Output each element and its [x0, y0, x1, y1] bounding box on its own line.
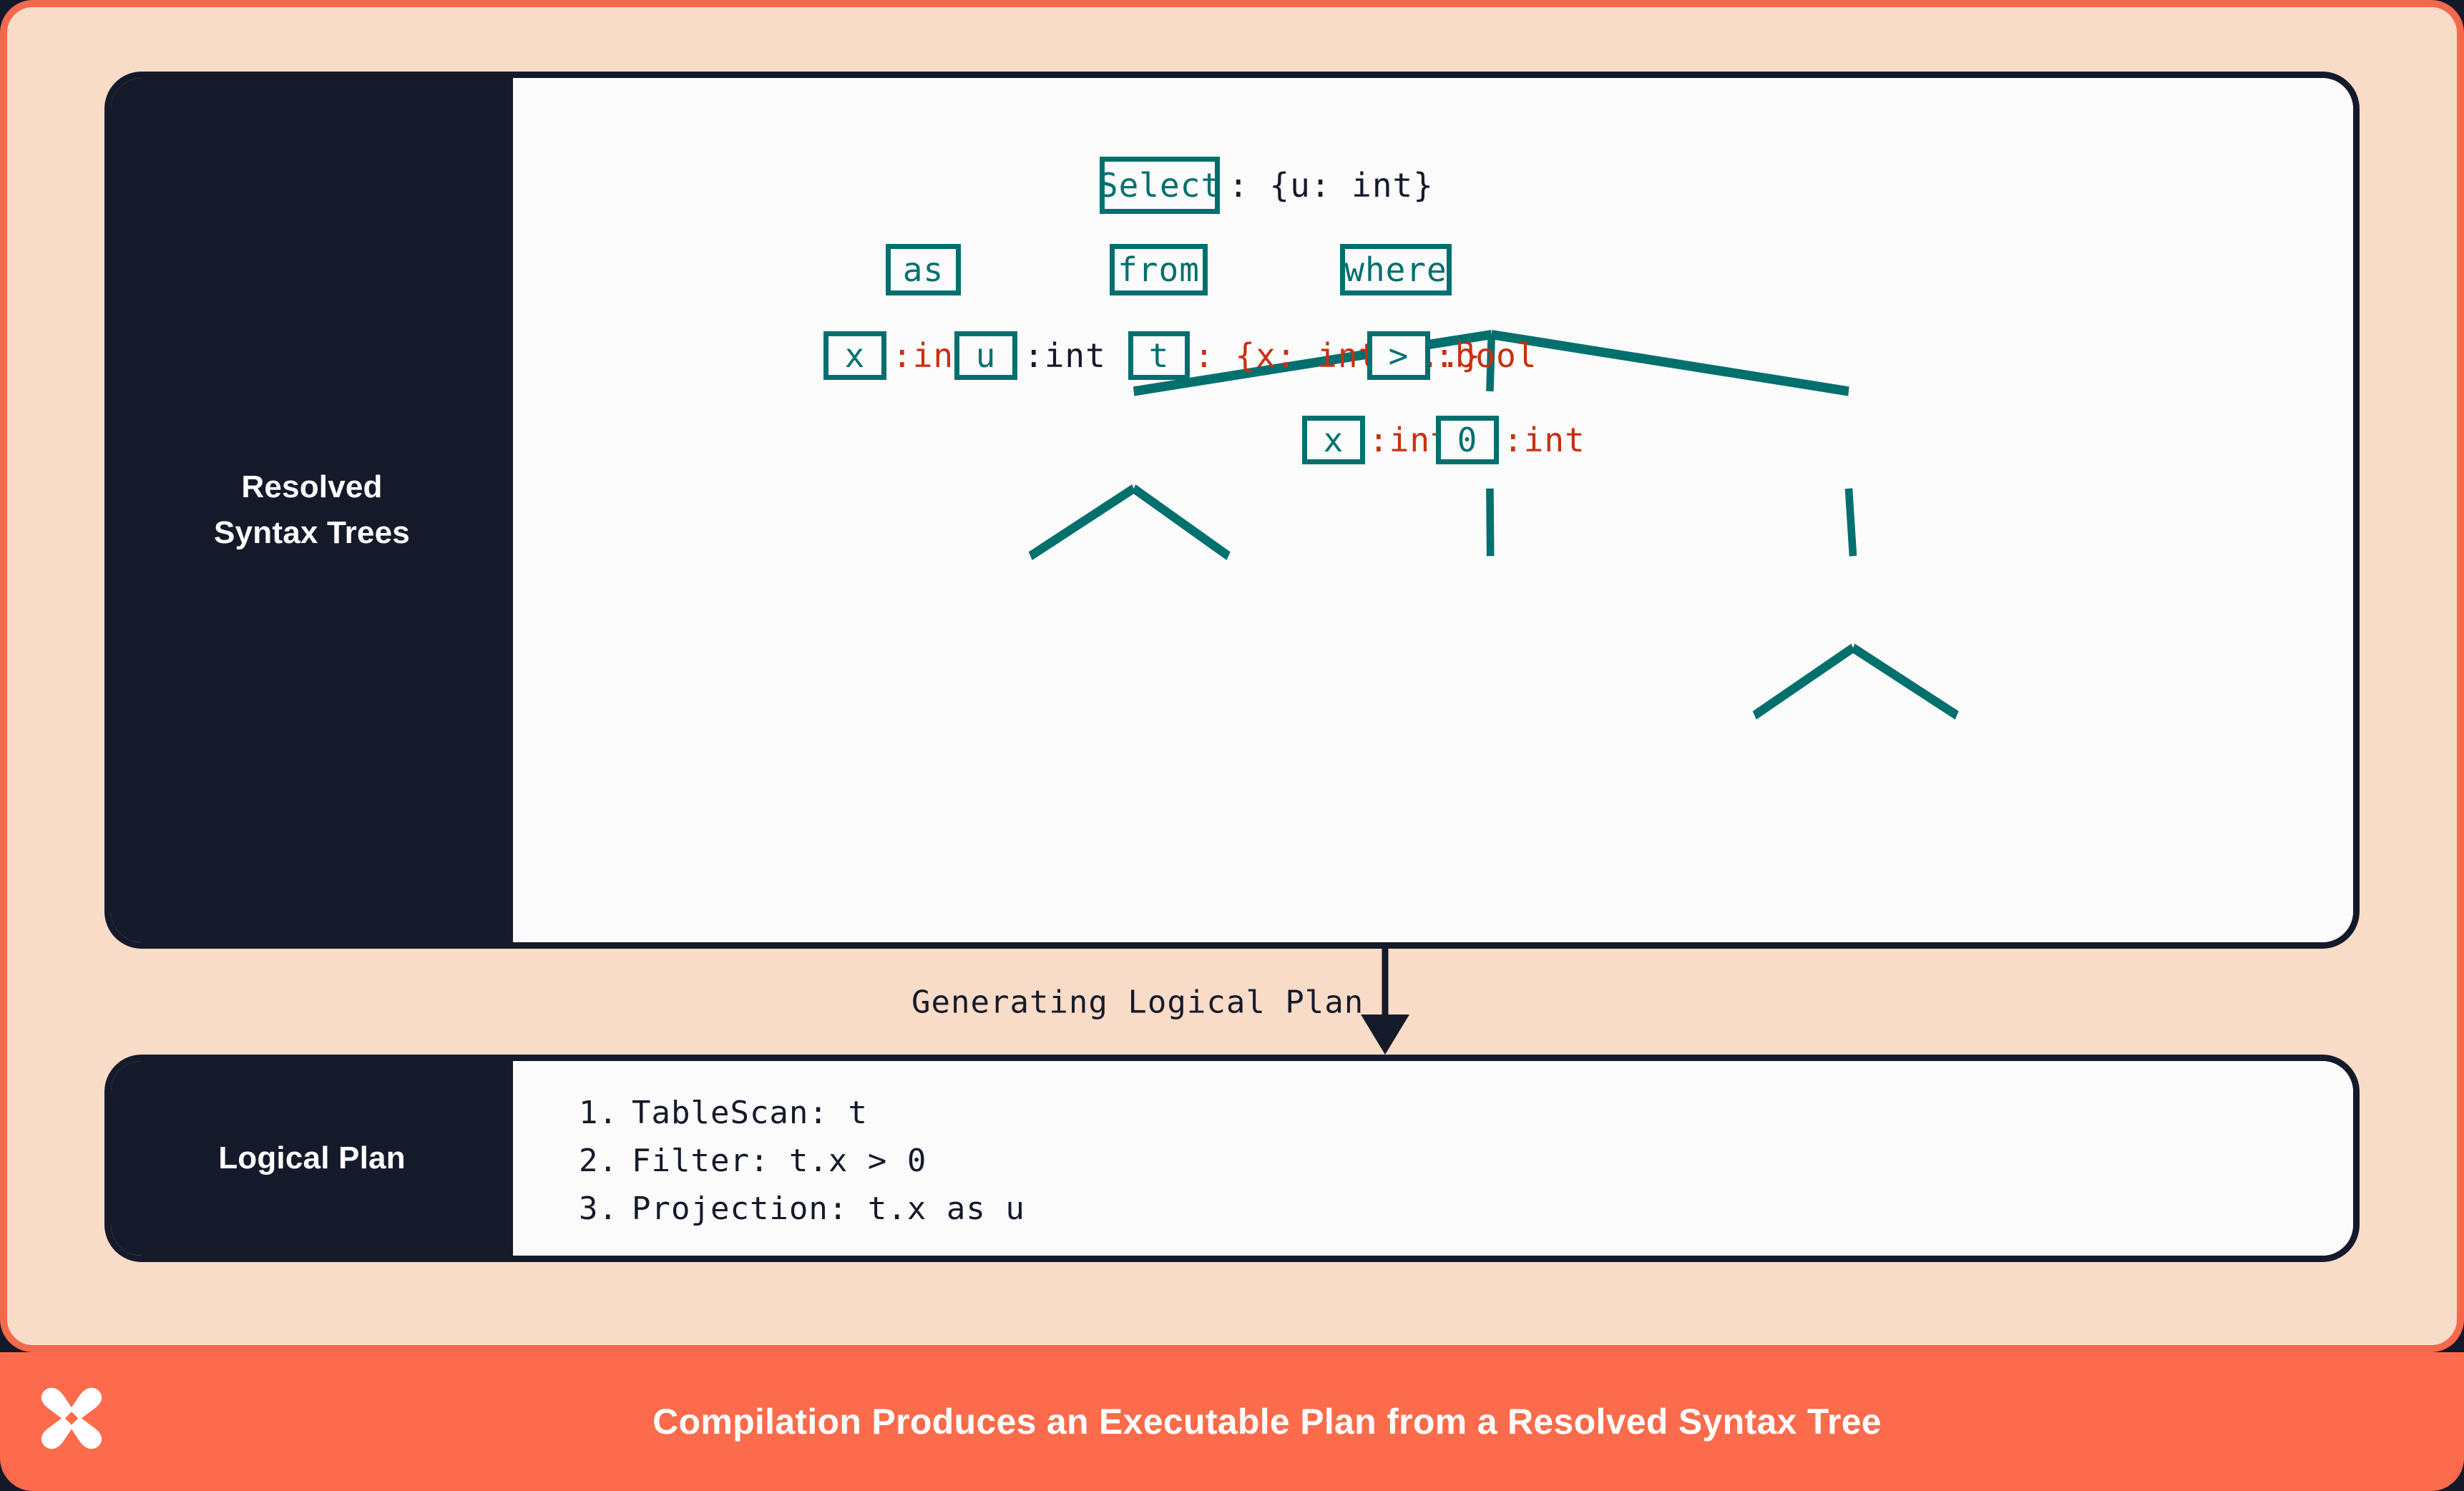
type-annotation-as-u: :int: [1024, 336, 1106, 375]
tree-node-label: where: [1344, 250, 1447, 289]
flow-label: Generating Logical Plan: [911, 984, 1364, 1021]
tree-node-where: where: [1340, 244, 1452, 295]
tree-node-label: as: [902, 250, 944, 289]
tree-node-label: x: [844, 336, 866, 375]
panel-logical-plan: Logical Plan 1. TableScan: t 2. Filter: t.x…: [104, 1055, 2360, 1262]
tree-node-as-x: x: [823, 331, 886, 380]
flow-connector: Generating Logical Plan: [104, 949, 2360, 1056]
footer-bar: Compilation Produces an Executable Plan …: [0, 1352, 2464, 1491]
tree-node-label: from: [1118, 250, 1200, 289]
tree-edge-as-to-as-x: [1028, 484, 1136, 561]
tree-node-label: x: [1323, 421, 1344, 459]
plan-step-1: 1. TableScan: t: [579, 1090, 2353, 1138]
tree-node-select: Select: [1097, 157, 1222, 214]
panel-plan-label: Logical Plan: [111, 1061, 513, 1256]
plan-step-2: 2. Filter: t.x > 0: [579, 1138, 2353, 1186]
flow-arrow-icon: [1361, 949, 1409, 1055]
plan-step-text: Filter: t.x > 0: [632, 1142, 927, 1179]
tree-node-gt-0: 0: [1436, 416, 1499, 464]
logical-plan-list: 1. TableScan: t 2. Filter: t.x > 0 3. Project…: [513, 1061, 2353, 1233]
plan-step-text: Projection: t.x as u: [632, 1190, 1025, 1227]
panel-trees-label-line2: Syntax Trees: [214, 515, 410, 550]
plan-step-number: 3.: [579, 1190, 618, 1227]
tree-node-label: >: [1388, 336, 1409, 375]
footer-title: Compilation Produces an Executable Plan …: [652, 1402, 1882, 1442]
tree-edge-layer: [1028, 330, 1959, 720]
panel-trees-label-line1: Resolved: [241, 469, 383, 505]
tree-edge-gt-to-gt-x: [1752, 643, 1855, 720]
plan-step-text: TableScan: t: [632, 1095, 868, 1131]
plan-step-number: 2.: [579, 1142, 618, 1179]
tree-edge-where-to-gt: [1844, 488, 1857, 557]
type-annotation-select: : {u: int}: [1228, 166, 1434, 205]
tree-node-label: t: [1148, 336, 1170, 375]
panel-trees-label: Resolved Syntax Trees: [111, 78, 513, 942]
type-annotation-gt-0: :int: [1503, 421, 1585, 459]
tree-node-from: from: [1110, 244, 1208, 295]
tree-node-label: u: [975, 336, 997, 375]
tree-node-as-u: u: [954, 331, 1017, 380]
tree-edge-select-to-where: [1491, 330, 1849, 396]
tree-node-gt-x: x: [1302, 416, 1365, 464]
logical-plan-body: 1. TableScan: t 2. Filter: t.x > 0 3. Project…: [513, 1061, 2353, 1256]
tree-node-label: 0: [1457, 421, 1478, 459]
panel-resolved-syntax-trees: Resolved Syntax Trees Select: {u: int} as…: [104, 72, 2360, 949]
tree-node-label: Select: [1097, 166, 1222, 205]
x-butterfly-logo-icon: [41, 1387, 102, 1450]
plan-step-3: 3. Projection: t.x as u: [579, 1186, 2353, 1233]
tree-node-as: as: [886, 244, 961, 295]
plan-step-number: 1.: [579, 1095, 618, 1131]
type-annotation-gt: :bool: [1434, 336, 1537, 375]
tree-node-from-t: t: [1128, 331, 1190, 380]
tree-edge-as-to-as-u: [1132, 484, 1231, 560]
tree-edge-gt-to-gt-0: [1851, 643, 1959, 720]
tree-node-gt: >: [1367, 331, 1430, 380]
